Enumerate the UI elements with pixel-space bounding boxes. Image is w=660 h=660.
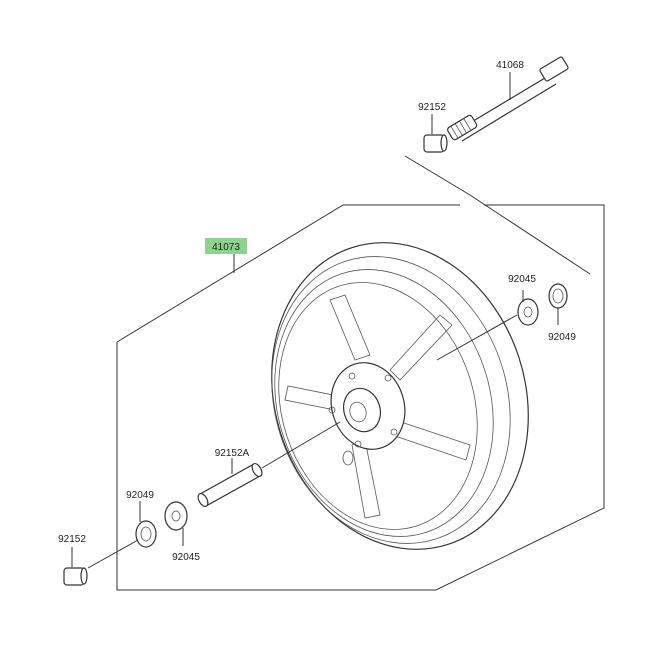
assembly-frame <box>116 204 605 591</box>
axle-guide-line <box>404 155 591 275</box>
spacer-part[interactable] <box>196 462 264 508</box>
label-bearing-right[interactable]: 92045 <box>508 274 536 285</box>
label-seal-right[interactable]: 92049 <box>548 332 576 343</box>
label-seal-left[interactable]: 92049 <box>126 490 154 501</box>
label-wheel[interactable]: 41073 <box>212 242 240 253</box>
collar-top-part[interactable] <box>423 134 448 153</box>
label-axle[interactable]: 41068 <box>496 60 524 71</box>
wheel-rim[interactable] <box>233 209 567 583</box>
axle-part[interactable] <box>447 56 569 142</box>
wheel-label-highlight <box>205 238 247 254</box>
collar-left-part[interactable] <box>63 567 88 586</box>
bearing-right-part[interactable] <box>517 290 539 326</box>
label-collar-left[interactable]: 92152 <box>58 534 86 545</box>
guide-left <box>87 539 139 569</box>
guide-spacer <box>261 421 341 469</box>
guide-bearing-right <box>436 314 518 361</box>
label-bearing-left[interactable]: 92045 <box>172 552 200 563</box>
seal-left-part[interactable] <box>135 501 157 548</box>
bearing-left-part[interactable] <box>164 501 188 546</box>
label-collar-top[interactable]: 92152 <box>418 102 446 113</box>
label-spacer[interactable]: 92152A <box>215 448 250 459</box>
seal-right-part[interactable] <box>548 283 568 325</box>
